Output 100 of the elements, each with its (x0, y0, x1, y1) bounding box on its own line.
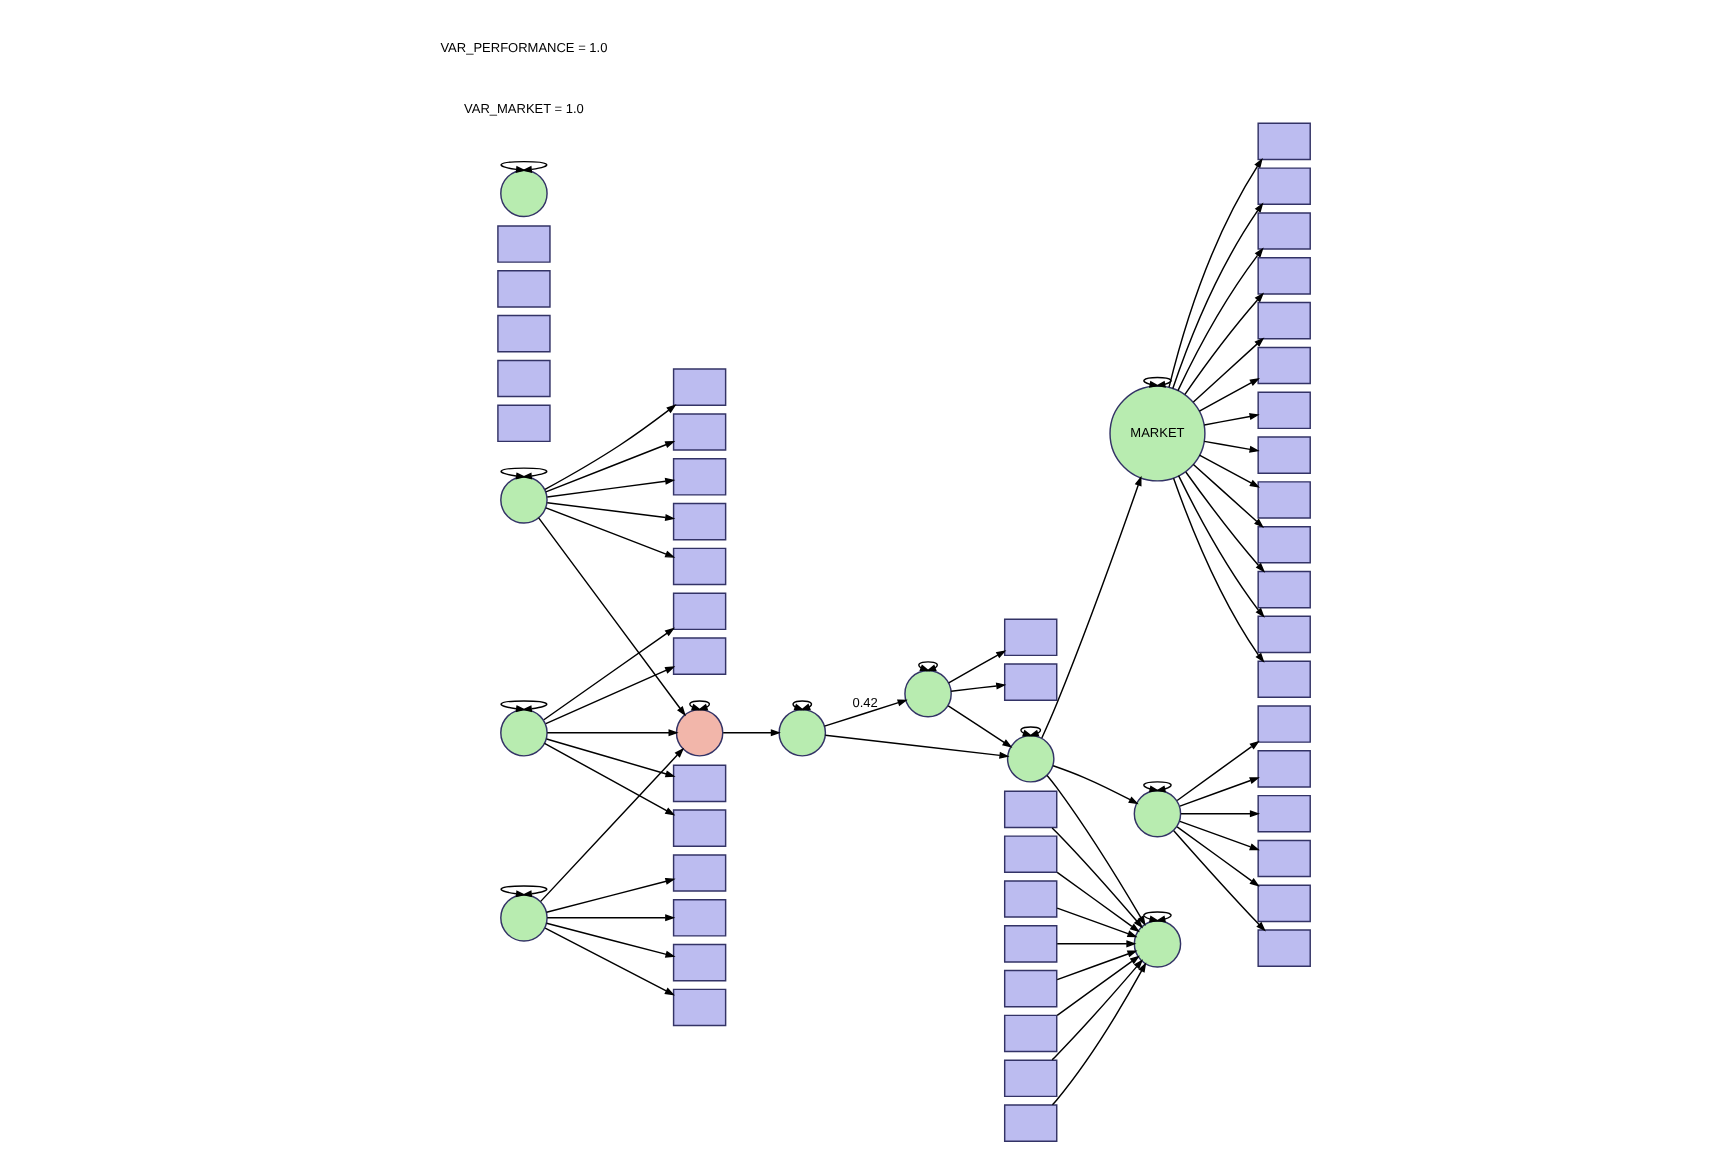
node-box (1256, 615, 1310, 654)
arrow (1202, 413, 1259, 426)
arrow (1142, 781, 1171, 793)
node-box (1256, 301, 1310, 340)
node-box (496, 314, 550, 353)
arrow (823, 734, 1009, 759)
node-box (1256, 436, 1310, 474)
arrow (1055, 871, 1139, 933)
arrow (1050, 962, 1146, 1106)
node-box (496, 270, 550, 308)
arrow (544, 738, 675, 778)
node-circle (499, 893, 547, 942)
node-box (496, 225, 550, 263)
arrow (1191, 463, 1263, 528)
node-box (671, 547, 726, 586)
node-box (1256, 391, 1310, 430)
node-box (1256, 481, 1310, 519)
node-circle (1132, 789, 1181, 838)
node-box (671, 458, 726, 496)
arrow (917, 661, 937, 672)
node-box (1256, 750, 1310, 788)
node-box (671, 368, 726, 406)
arrow (1055, 950, 1137, 981)
node-circle (777, 708, 826, 757)
arrow (1167, 158, 1262, 388)
arrow (1179, 810, 1259, 818)
arrow (1171, 202, 1263, 390)
arrow (1202, 440, 1259, 453)
node-box (1002, 663, 1057, 701)
node-box (1256, 212, 1310, 250)
arrow (544, 877, 675, 914)
arrow (1019, 726, 1041, 737)
arrow (1183, 292, 1264, 396)
node-circle (499, 708, 547, 757)
node-box (671, 943, 726, 982)
arrow (543, 404, 676, 491)
arrow (1051, 764, 1138, 805)
node-box (1002, 835, 1057, 873)
arrow (1197, 454, 1259, 488)
node-box (1256, 346, 1310, 385)
arrow (499, 885, 547, 898)
arrow (544, 666, 675, 725)
arrow (688, 700, 710, 711)
arrow (1172, 830, 1265, 932)
node-box (1256, 570, 1310, 609)
node-box (1256, 929, 1310, 967)
arrow (791, 700, 812, 711)
arrow (1055, 940, 1136, 948)
node-box (496, 404, 550, 443)
node-box (1256, 705, 1310, 743)
node-box (671, 413, 726, 451)
arrow (1175, 740, 1259, 802)
node-box (1256, 122, 1310, 161)
arrow (1197, 378, 1259, 412)
node-box (671, 988, 726, 1027)
arrow (1171, 477, 1264, 663)
arrow (1050, 959, 1143, 1061)
arrow (499, 700, 547, 713)
node-box (1002, 925, 1057, 963)
arrow (542, 742, 675, 816)
node-box (671, 854, 726, 892)
arrow (1055, 907, 1137, 938)
node-circle (499, 476, 547, 524)
arrow (539, 747, 684, 903)
arrow (1142, 911, 1171, 923)
arrow (1178, 820, 1259, 851)
node-box (671, 637, 726, 675)
arrow (822, 699, 907, 727)
arrow (1191, 337, 1264, 403)
arrow (545, 501, 675, 522)
arrow (544, 507, 675, 558)
arrow (536, 517, 685, 717)
node-box (671, 809, 726, 847)
arrow (499, 160, 547, 173)
arrow (721, 729, 780, 737)
arrow (545, 729, 678, 737)
arrow (544, 922, 675, 958)
node-box (1256, 884, 1310, 923)
arrow (1178, 777, 1259, 807)
arrow (1176, 474, 1264, 618)
node-box (1002, 969, 1057, 1008)
arrow (1184, 471, 1265, 573)
node-circle (903, 669, 951, 718)
arrow (1142, 376, 1171, 388)
arrow (1040, 475, 1141, 739)
node-box (1002, 880, 1057, 918)
arrow (499, 467, 547, 480)
node-box (1002, 1059, 1057, 1098)
node-box (496, 359, 550, 398)
node-box (671, 764, 726, 803)
arrow (543, 927, 674, 996)
arrow (1050, 827, 1143, 929)
arrow (1045, 774, 1145, 926)
node-box (1256, 257, 1310, 295)
arrow (542, 627, 674, 721)
arrow (949, 682, 1006, 692)
node-box (671, 899, 726, 937)
node-box (1002, 618, 1057, 657)
node-box (1256, 167, 1310, 205)
node-box (1256, 525, 1310, 564)
